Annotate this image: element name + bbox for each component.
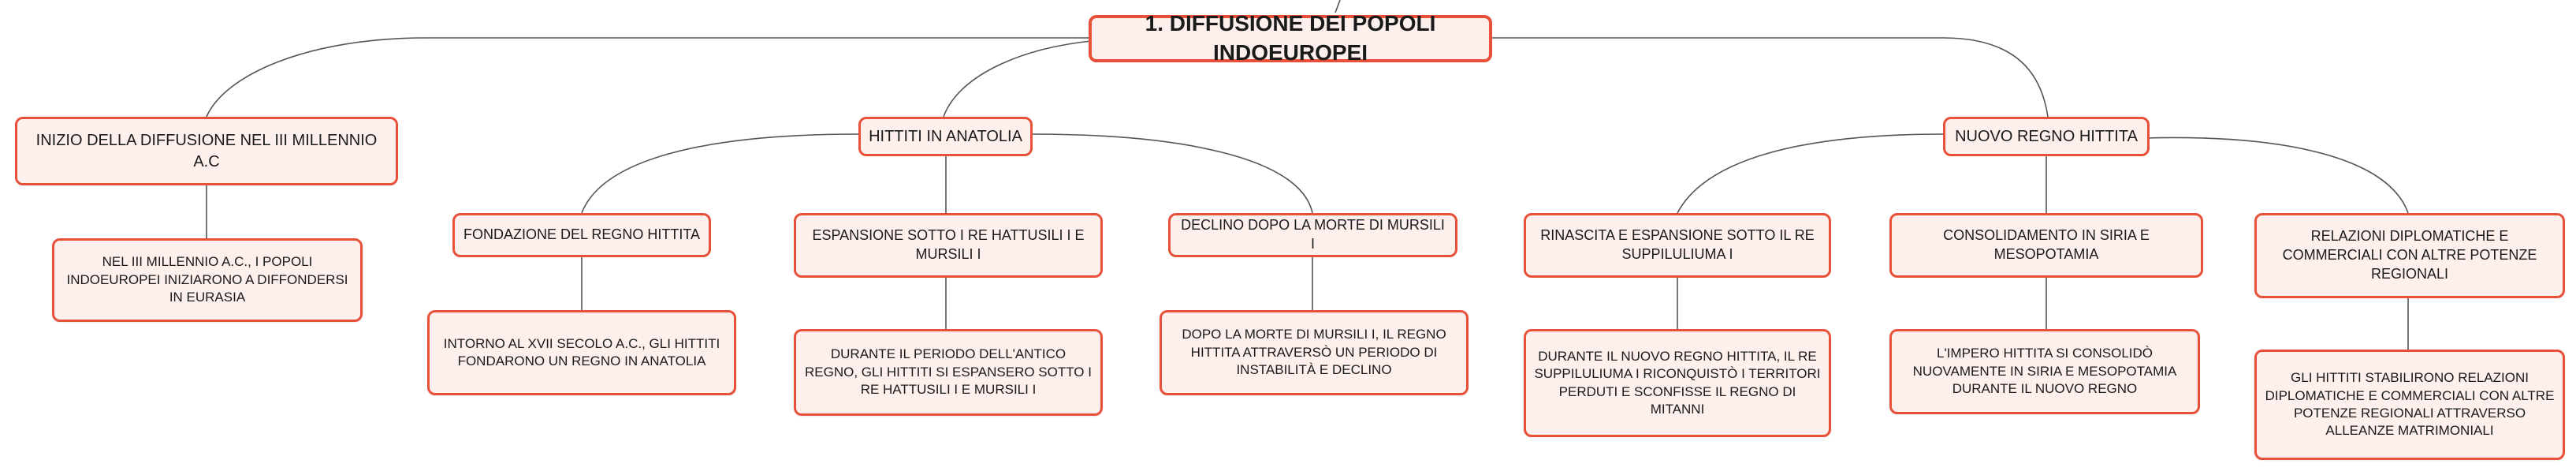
subtopic-2-2-label: ESPANSIONE SOTTO I RE HATTUSILI I E MURS… xyxy=(812,227,1085,262)
connector-root-branch-1 xyxy=(206,37,1089,118)
subtopic-2-1-detail[interactable]: INTORNO AL XVII SECOLO A.C., GLI HITTITI… xyxy=(427,310,736,395)
connector-root-branch-3 xyxy=(1490,37,2049,118)
subtopic-3-3-detail-text: GLI HITTITI STABILIRONO RELAZIONI DIPLOM… xyxy=(2265,370,2555,439)
subtopic-3-1-detail-text: DURANTE IL NUOVO REGNO HITTITA, IL RE SU… xyxy=(1534,348,1821,417)
connector-root-branch-2 xyxy=(943,40,1092,118)
subtopic-2-2[interactable]: ESPANSIONE SOTTO I RE HATTUSILI I E MURS… xyxy=(794,213,1103,278)
branch-topic-1-detail-text: NEL III MILLENNIO A.C., I POPOLI INDOEUR… xyxy=(66,254,348,305)
subtopic-2-2-detail[interactable]: DURANTE IL PERIODO DELL'ANTICO REGNO, GL… xyxy=(794,329,1103,416)
subtopic-2-3-label: DECLINO DOPO LA MORTE DI MURSILI I xyxy=(1181,217,1445,252)
branch-topic-3[interactable]: NUOVO REGNO HITTITA xyxy=(1943,117,2150,156)
branch-topic-3-label: NUOVO REGNO HITTITA xyxy=(1955,127,2138,145)
subtopic-2-1-detail-text: INTORNO AL XVII SECOLO A.C., GLI HITTITI… xyxy=(443,335,720,368)
subtopic-3-1[interactable]: RINASCITA E ESPANSIONE SOTTO IL RE SUPPI… xyxy=(1524,213,1831,278)
subtopic-2-1[interactable]: FONDAZIONE DEL REGNO HITTITA xyxy=(452,213,711,257)
subtopic-3-2[interactable]: CONSOLIDAMENTO IN SIRIA E MESOPOTAMIA xyxy=(1889,213,2203,278)
root-topic[interactable]: 1. DIFFUSIONE DEI POPOLI INDOEUROPEI xyxy=(1089,11,1492,65)
branch-topic-2[interactable]: HITTITI IN ANATOLIA xyxy=(858,117,1033,156)
connector-branch-2-child-1 xyxy=(581,133,859,214)
subtopic-2-2-detail-text: DURANTE IL PERIODO DELL'ANTICO REGNO, GL… xyxy=(805,346,1092,398)
subtopic-2-3[interactable]: DECLINO DOPO LA MORTE DI MURSILI I xyxy=(1168,213,1457,257)
subtopic-3-3[interactable]: RELAZIONI DIPLOMATICHE E COMMERCIALI CON… xyxy=(2254,213,2565,298)
subtopic-3-2-detail-text: L'IMPERO HITTITA SI CONSOLIDÒ NUOVAMENTE… xyxy=(1912,346,2177,397)
subtopic-2-3-detail[interactable]: DOPO LA MORTE DI MURSILI I, IL REGNO HIT… xyxy=(1160,310,1469,395)
branch-topic-1-label: INIZIO DELLA DIFFUSIONE NEL III MILLENNI… xyxy=(35,132,378,170)
connector-parent-root xyxy=(1335,0,1341,13)
subtopic-3-2-label: CONSOLIDAMENTO IN SIRIA E MESOPOTAMIA xyxy=(1943,227,2150,262)
subtopic-3-2-detail[interactable]: L'IMPERO HITTITA SI CONSOLIDÒ NUOVAMENTE… xyxy=(1889,329,2200,414)
subtopic-3-3-detail[interactable]: GLI HITTITI STABILIRONO RELAZIONI DIPLOM… xyxy=(2254,350,2565,460)
subtopic-3-1-label: RINASCITA E ESPANSIONE SOTTO IL RE SUPPI… xyxy=(1540,227,1815,262)
subtopic-2-1-label: FONDAZIONE DEL REGNO HITTITA xyxy=(463,226,700,243)
branch-topic-1-detail[interactable]: NEL III MILLENNIO A.C., I POPOLI INDOEUR… xyxy=(52,238,363,322)
subtopic-3-3-label: RELAZIONI DIPLOMATICHE E COMMERCIALI CON… xyxy=(2282,228,2537,282)
subtopic-3-1-detail[interactable]: DURANTE IL NUOVO REGNO HITTITA, IL RE SU… xyxy=(1524,329,1831,437)
subtopic-2-3-detail-text: DOPO LA MORTE DI MURSILI I, IL REGNO HIT… xyxy=(1182,327,1446,378)
connector-branch-3-child-1 xyxy=(1677,133,1944,214)
connector-branch-3-child-3 xyxy=(2143,137,2409,214)
connector-branch-2-child-3 xyxy=(1032,133,1313,214)
branch-topic-2-label: HITTITI IN ANATOLIA xyxy=(869,127,1022,145)
branch-topic-1[interactable]: INIZIO DELLA DIFFUSIONE NEL III MILLENNI… xyxy=(15,117,398,185)
root-topic-label: 1. DIFFUSIONE DEI POPOLI INDOEUROPEI xyxy=(1145,11,1436,65)
